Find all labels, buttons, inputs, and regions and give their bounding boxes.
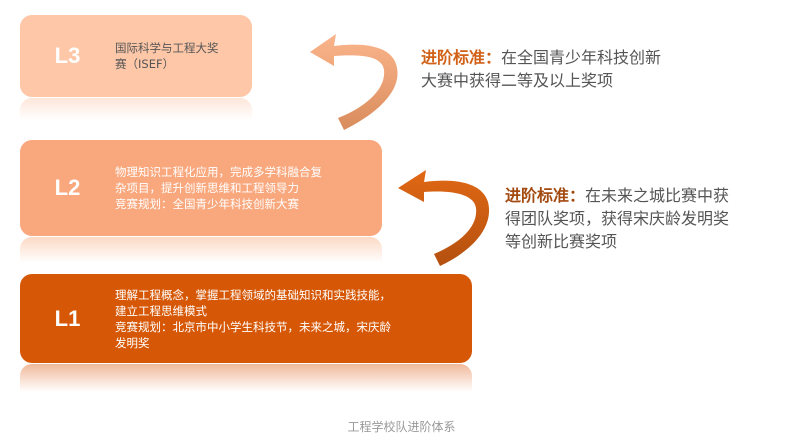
description-line: 赛（ISEF） [115, 57, 175, 71]
curved-arrow-icon [398, 170, 490, 266]
advancement-criteria-l3: 进阶标准：在全国青少年科技创新 大赛中获得二等及以上奖项 [421, 46, 661, 92]
level-l2-box: L2 物理知识工程化应用，完成多学科融合复 杂项目，提升创新思维和工程领导力 竞… [20, 140, 382, 236]
curved-arrow-icon [310, 34, 398, 130]
description-line: 理解工程概念，掌握工程领域的基础知识和实践技能， [115, 287, 391, 302]
level-l1-description: 理解工程概念，掌握工程领域的基础知识和实践技能， 建立工程思维模式 竞赛规划：北… [115, 287, 391, 351]
level-l3-reflection [20, 98, 252, 120]
level-l3-description: 国际科学与工程大奖 赛（ISEF） [115, 40, 219, 72]
criteria-text: 等创新比赛奖项 [505, 232, 618, 251]
level-l3-box: L3 国际科学与工程大奖 赛（ISEF） [20, 15, 252, 97]
description-line: 杂项目，提升创新思维和工程领导力 [115, 181, 299, 195]
criteria-label: 进阶标准： [505, 186, 586, 205]
level-l1-label: L1 [54, 305, 81, 331]
level-l1-box: L1 理解工程概念，掌握工程领域的基础知识和实践技能， 建立工程思维模式 竞赛规… [20, 274, 472, 363]
level-l3-label: L3 [54, 43, 81, 68]
figure-caption: 工程学校队进阶体系 [347, 420, 456, 434]
description-line: 竞赛规划：北京市中小学生科技节，未来之城，宋庆龄 [115, 319, 391, 334]
criteria-label: 进阶标准： [421, 48, 502, 67]
description-line: 竞赛规划：全国青少年科技创新大赛 [115, 197, 299, 211]
description-line: 国际科学与工程大奖 [115, 41, 219, 55]
criteria-text: 得团队奖项，获得宋庆龄发明奖 [505, 209, 730, 228]
level-l1-reflection [20, 364, 472, 392]
level-l2-label: L2 [54, 175, 81, 200]
criteria-text: 在全国青少年科技创新 [501, 48, 662, 67]
level-l2-description: 物理知识工程化应用，完成多学科融合复 杂项目，提升创新思维和工程领导力 竞赛规划… [115, 164, 322, 212]
criteria-text: 大赛中获得二等及以上奖项 [421, 71, 614, 90]
level-l2-reflection [20, 237, 382, 263]
description-line: 物理知识工程化应用，完成多学科融合复 [115, 165, 322, 179]
criteria-text: 在未来之城比赛中获 [585, 186, 730, 205]
description-line: 发明奖 [115, 335, 150, 350]
description-line: 建立工程思维模式 [115, 303, 207, 318]
advancement-criteria-l2: 进阶标准：在未来之城比赛中获 得团队奖项，获得宋庆龄发明奖 等创新比赛奖项 [505, 184, 729, 253]
